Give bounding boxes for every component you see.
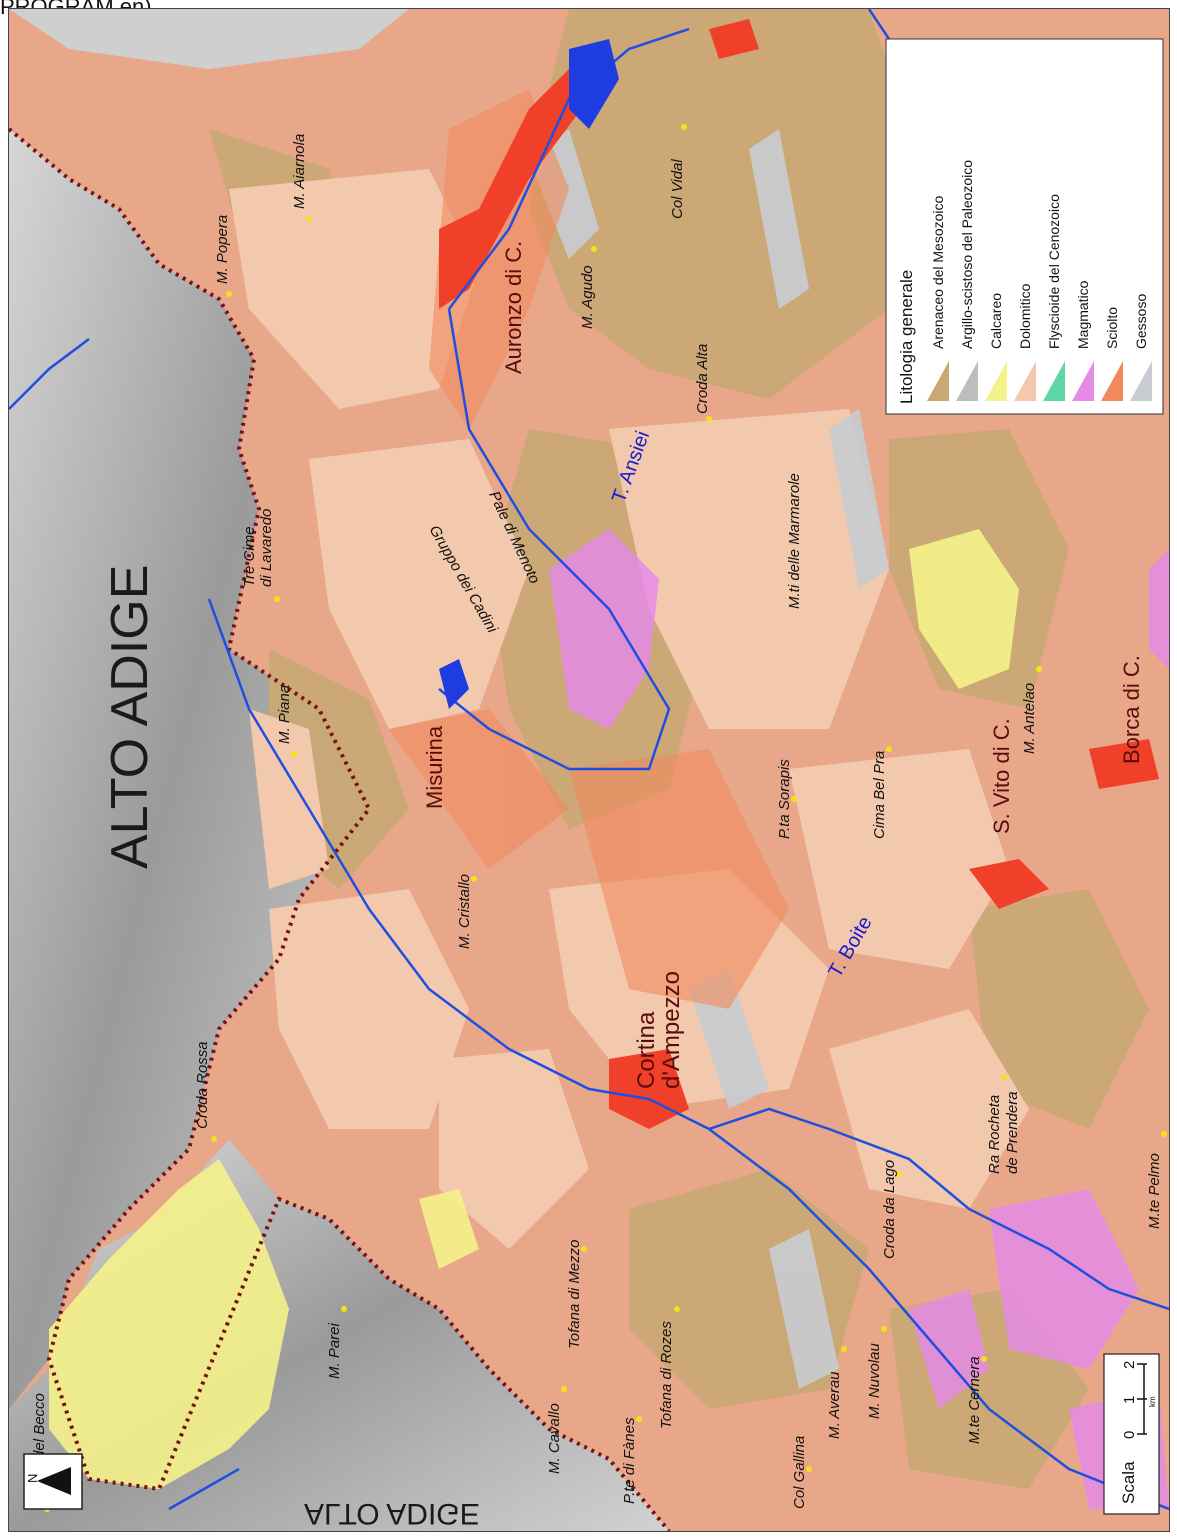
north-label: N <box>25 1474 40 1483</box>
scale-tick-0: 0 <box>1121 1431 1138 1439</box>
map-frame: ALTO ADIGE ALTO ADIGE Auronzo di C. Misu… <box>8 8 1170 1532</box>
legend-label: Gessoso <box>1133 294 1149 349</box>
river-boite-upper <box>708 1128 1169 1511</box>
svg-text:Tofana di Rozes: Tofana di Rozes <box>658 1321 675 1429</box>
svg-text:M. Piana: M. Piana <box>276 685 293 744</box>
region-label-bottom: ALTO ADIGE <box>304 1497 480 1530</box>
north-arrow-icon <box>37 1467 71 1495</box>
legend-label: Magmatico <box>1075 280 1091 349</box>
town-misurina: Misurina <box>422 725 447 809</box>
legend-label: Dolomitico <box>1017 283 1033 349</box>
urban-areas <box>439 19 1159 1129</box>
legend-swatch <box>1014 361 1036 401</box>
river-boite <box>207 598 1169 1311</box>
legend-label: Sciolto <box>1104 307 1120 349</box>
svg-text:Col Gallina: Col Gallina <box>791 1436 808 1509</box>
legend-swatch <box>1043 361 1065 401</box>
svg-text:Croda da Lago: Croda da Lago <box>881 1160 898 1259</box>
svg-text:M.te Pelmo: M.te Pelmo <box>1146 1153 1163 1229</box>
svg-text:Tre Cime: Tre Cime <box>241 526 258 587</box>
svg-text:M. Antelao: M. Antelao <box>1021 683 1038 754</box>
scale-tick-2: 2 <box>1121 1361 1138 1369</box>
scale-title: Scala <box>1119 1461 1138 1504</box>
svg-text:M. Averau: M. Averau <box>826 1371 843 1439</box>
svg-text:Tofana di Mezzo: Tofana di Mezzo <box>566 1239 583 1349</box>
svg-text:M.te Cernera: M.te Cernera <box>966 1356 983 1444</box>
svg-text:M. Popera: M. Popera <box>214 215 231 284</box>
town-auronzo: Auronzo di C. <box>501 241 526 374</box>
region-label-top: ALTO ADIGE <box>101 565 159 869</box>
scale-bar: Scala 0 1 2 km <box>1103 1353 1160 1515</box>
dolomitico-areas <box>229 169 1029 1249</box>
hillshade-top-strip <box>9 9 409 69</box>
svg-text:M. Agudo: M. Agudo <box>579 265 596 329</box>
svg-text:P.te di Fànes: P.te di Fànes <box>621 1417 638 1504</box>
svg-text:Col Vidal: Col Vidal <box>669 159 686 219</box>
svg-text:Ra Rocheta: Ra Rocheta <box>986 1095 1003 1174</box>
svg-text:M. Parei: M. Parei <box>326 1322 343 1379</box>
svg-text:Cima Bel Pra: Cima Bel Pra <box>871 751 888 839</box>
town-ampezzo: d'Ampezzo <box>658 971 685 1089</box>
legend-label: Calcareo <box>988 293 1004 349</box>
scale-unit: km <box>1148 1396 1157 1407</box>
svg-text:M. Aiarnola: M. Aiarnola <box>291 134 308 209</box>
town-borca: Borca di C. <box>1119 655 1144 764</box>
svg-text:Croda Rossa: Croda Rossa <box>194 1041 211 1129</box>
town-cortina: Cortina <box>633 1011 660 1089</box>
svg-text:M.ti delle Marmarole: M.ti delle Marmarole <box>786 473 803 609</box>
svg-text:M. Cavallo: M. Cavallo <box>546 1403 563 1474</box>
svg-text:P.ta Sorapis: P.ta Sorapis <box>776 759 793 839</box>
hillshade-north <box>9 9 369 1409</box>
legend-label: Flyscioide del Cenozoico <box>1046 194 1062 349</box>
legend-swatch <box>1072 361 1094 401</box>
svg-text:M. Cristallo: M. Cristallo <box>456 874 473 949</box>
legend-swatch <box>956 361 978 401</box>
legend-label: Arenaceo del Mesozoico <box>930 195 946 349</box>
legend-swatch <box>985 361 1007 401</box>
svg-text:di Lavaredo: di Lavaredo <box>258 509 275 587</box>
svg-text:Croda Alta: Croda Alta <box>694 344 711 414</box>
legend-title: Litologia generale <box>897 270 916 404</box>
legend-swatch <box>1101 361 1123 401</box>
lakes <box>439 39 619 709</box>
legend-swatch <box>1130 361 1152 401</box>
scale-tick-1: 1 <box>1121 1396 1138 1404</box>
regional-border <box>9 127 671 1531</box>
geology-map[interactable]: ALTO ADIGE ALTO ADIGE Auronzo di C. Misu… <box>9 9 1169 1531</box>
sciolto-areas <box>389 89 789 1009</box>
legend-label: Argillo-scistoso del Paleozoico <box>959 160 975 349</box>
north-arrow: N <box>23 1453 83 1510</box>
town-labels: Auronzo di C. Misurina Cortina d'Ampezzo… <box>422 241 1144 1089</box>
town-svito: S. Vito di C. <box>989 718 1014 834</box>
legend: Litologia generale Arenaceo del Mesozoic… <box>885 38 1164 415</box>
legend-swatch <box>927 361 949 401</box>
calcareo-areas <box>49 529 1019 1489</box>
svg-text:M. Nuvolau: M. Nuvolau <box>866 1342 883 1419</box>
svg-text:de Prendera: de Prendera <box>1004 1091 1021 1174</box>
river-ansiei-loop <box>438 308 671 771</box>
